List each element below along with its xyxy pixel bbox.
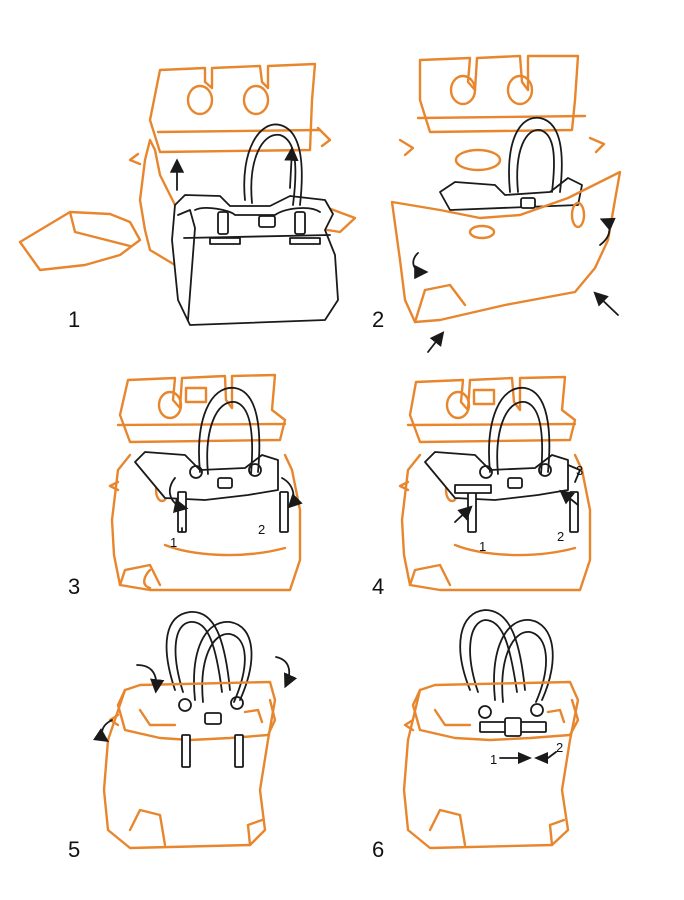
dust-bag-top xyxy=(118,373,287,444)
dust-bag-body xyxy=(400,453,592,592)
step-number: 4 xyxy=(372,574,384,599)
cutout-right xyxy=(242,84,270,116)
step-1-panel: 1 xyxy=(18,62,357,332)
label-2: 2 xyxy=(556,740,563,755)
clochette xyxy=(258,215,276,228)
label-3: 3 xyxy=(576,463,583,478)
dust-bag-top xyxy=(418,54,580,134)
handle-back xyxy=(165,611,231,691)
label-1: 1 xyxy=(479,539,486,554)
dust-bag-body xyxy=(402,680,580,850)
handle-front xyxy=(193,621,253,701)
step-number: 6 xyxy=(372,837,384,862)
step-2-panel: 2 xyxy=(372,54,622,353)
dust-bag-top xyxy=(148,62,317,154)
clochette xyxy=(504,717,522,737)
label-1: 1 xyxy=(490,752,497,767)
step-number: 2 xyxy=(372,307,384,332)
step-6-panel: 1 2 6 xyxy=(372,609,580,862)
step-3-panel: 1 2 3 xyxy=(68,373,303,599)
dust-bag-body xyxy=(102,680,277,850)
step-number: 1 xyxy=(68,307,80,332)
step-number: 3 xyxy=(68,574,80,599)
handle-front xyxy=(493,619,554,701)
arrow-up-right xyxy=(284,146,299,189)
dust-bag-top xyxy=(408,375,577,444)
label-2: 2 xyxy=(258,522,265,537)
label-2: 2 xyxy=(557,529,564,544)
step-number: 5 xyxy=(68,837,80,862)
label-1: 1 xyxy=(170,535,177,550)
cutout-left xyxy=(186,84,214,116)
step-4-panel: 1 2 3 4 xyxy=(372,375,592,599)
handle-back xyxy=(459,609,526,691)
step-5-panel: 5 xyxy=(68,611,298,862)
dust-bag-body xyxy=(390,170,622,324)
